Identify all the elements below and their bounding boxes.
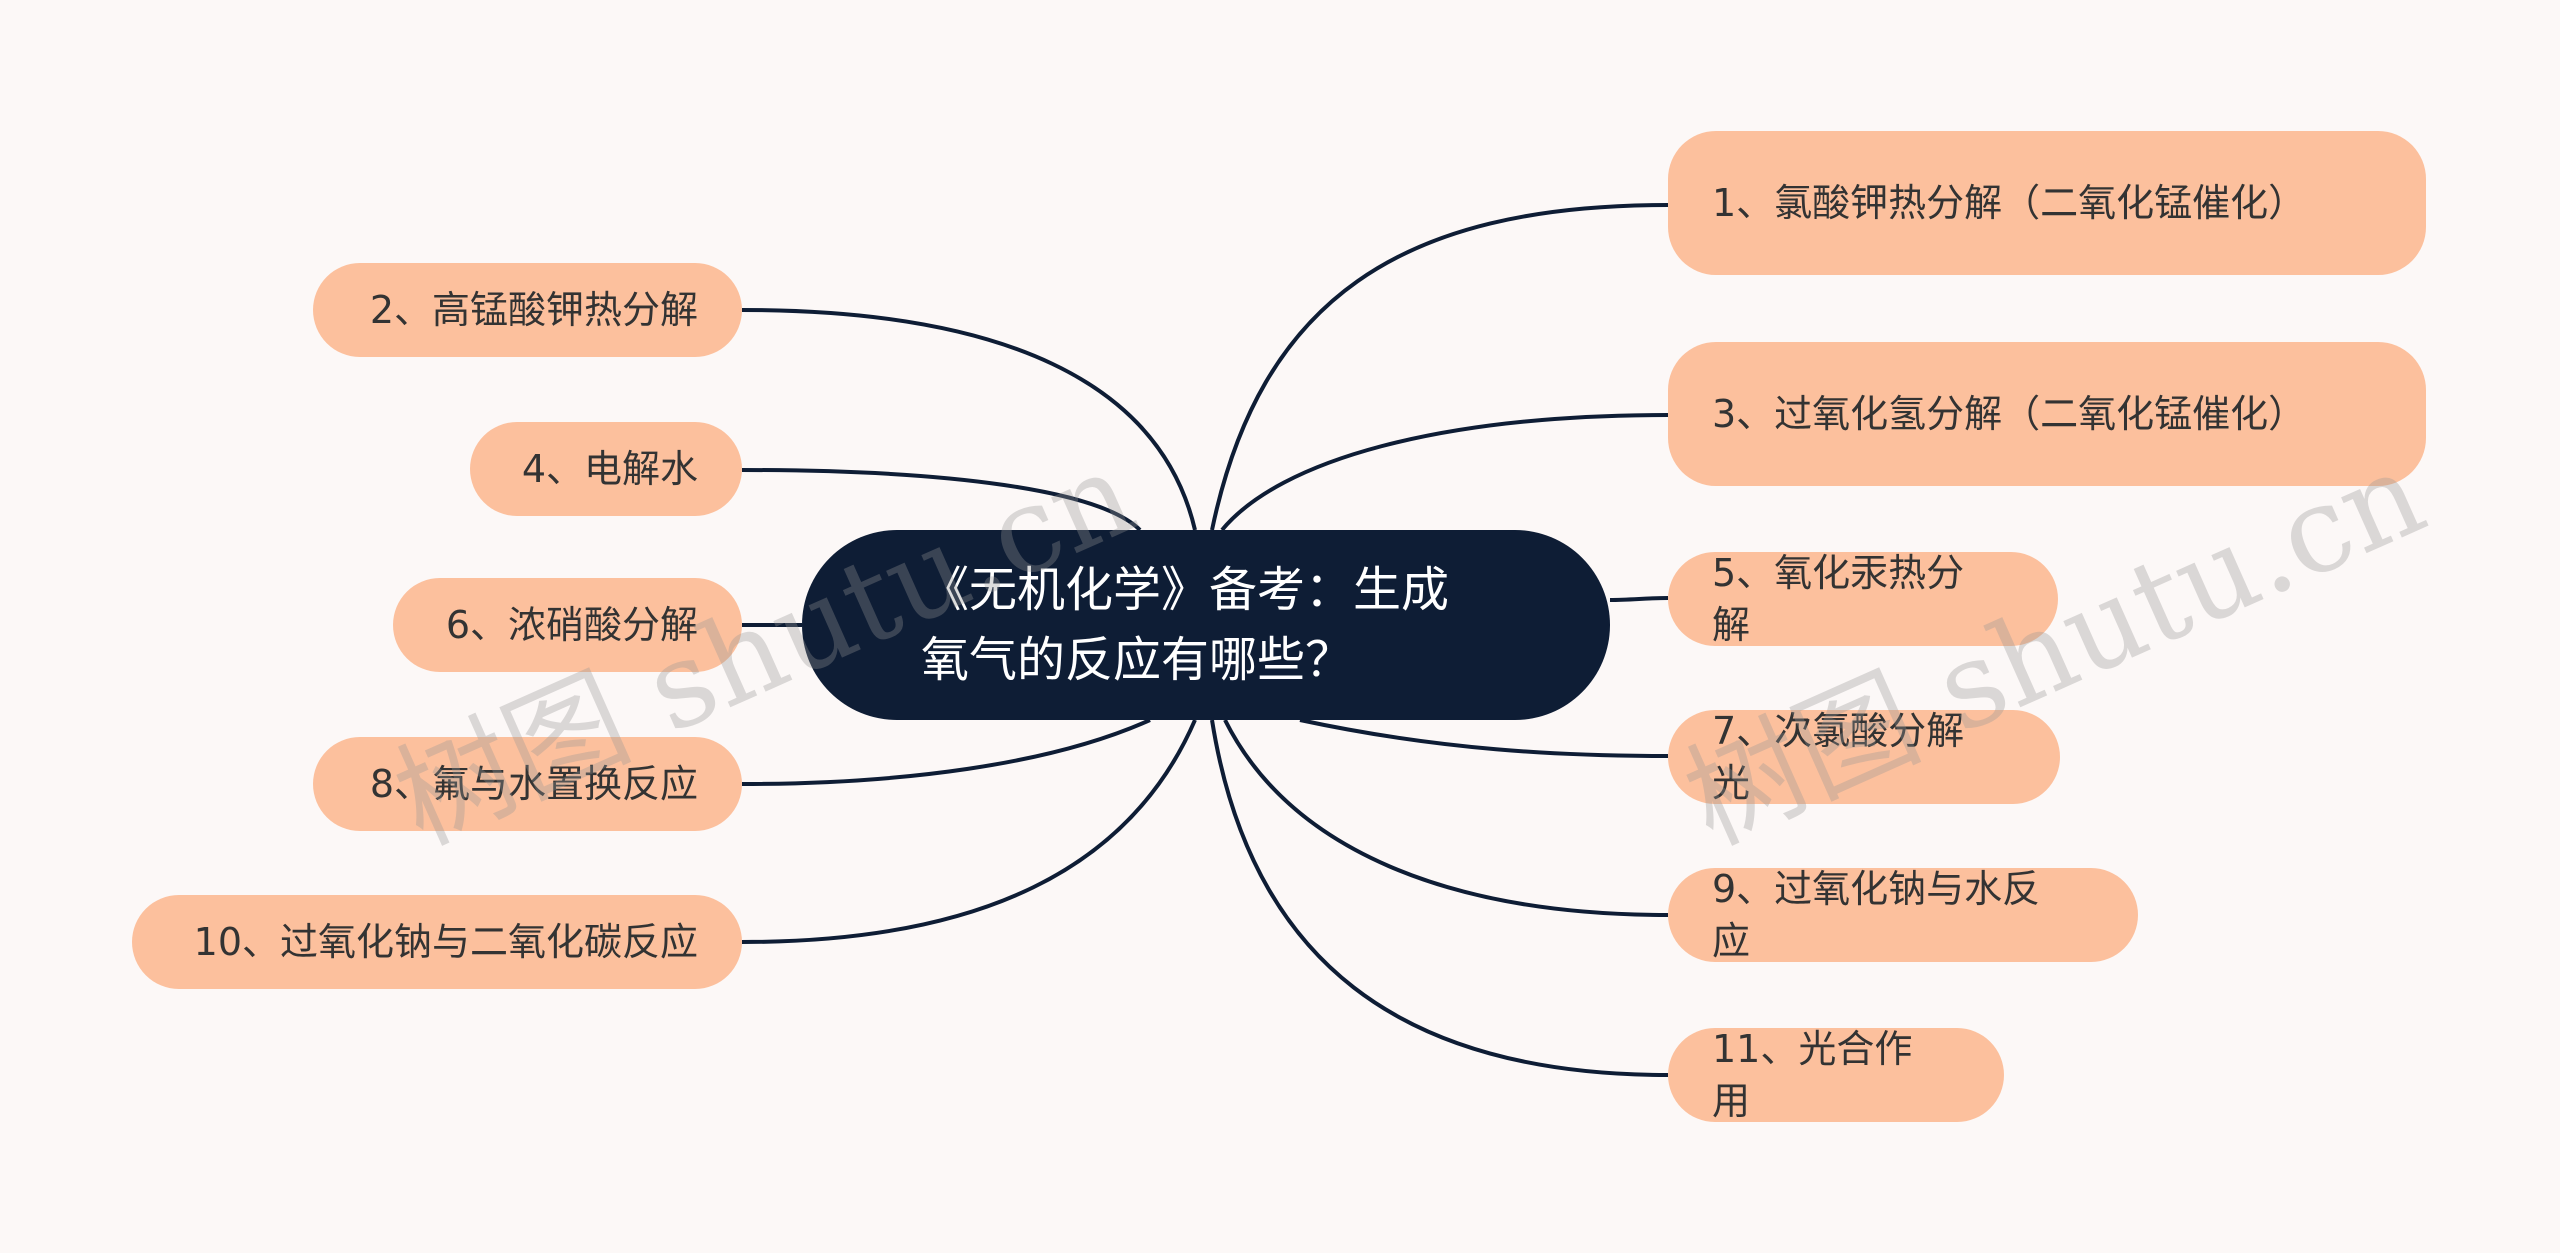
connector-8 xyxy=(741,718,1151,786)
branch-node-2[interactable]: 2、高锰酸钾热分解 xyxy=(313,263,742,357)
branch-node-1[interactable]: 1、氯酸钾热分解（二氧化锰催化） xyxy=(1668,131,2426,275)
branch-node-11[interactable]: 11、光合作用 xyxy=(1668,1027,2004,1123)
root-topic[interactable]: 《无机化学》备考：生成氧气的反应有哪些？ xyxy=(802,530,1610,720)
branch-label-6: 6、浓硝酸分解 xyxy=(445,603,698,647)
branch-label-3: 3、过氧化氢分解（二氧化锰催化） xyxy=(1712,392,2307,436)
connector-7 xyxy=(1299,718,1669,758)
connector-lines xyxy=(741,203,1669,1077)
branch-label-10: 10、过氧化钠与二氧化碳反应 xyxy=(193,920,698,964)
connector-2 xyxy=(741,308,1197,531)
connector-11 xyxy=(1210,719,1669,1077)
branch-label-5: 5、氧化汞热分解 xyxy=(1712,551,1965,647)
branch-node-8[interactable]: 8、氟与水置换反应 xyxy=(313,737,742,831)
connector-3 xyxy=(1220,413,1669,532)
connector-9 xyxy=(1223,719,1669,917)
branch-label-7: 7、次氯酸分解光 xyxy=(1712,709,1965,805)
connector-10 xyxy=(741,719,1197,944)
branch-label-2: 2、高锰酸钾热分解 xyxy=(369,288,698,332)
connector-1 xyxy=(1210,203,1669,531)
branch-label-11: 11、光合作用 xyxy=(1712,1027,1913,1123)
branch-label-4: 4、电解水 xyxy=(521,447,698,491)
connector-5 xyxy=(1609,596,1669,602)
branch-label-8: 8、氟与水置换反应 xyxy=(369,762,698,806)
branch-node-9[interactable]: 9、过氧化钠与水反应 xyxy=(1668,867,2138,963)
connector-4 xyxy=(741,468,1142,532)
root-topic-label: 《无机化学》备考：生成氧气的反应有哪些？ xyxy=(921,562,1450,688)
branch-node-6[interactable]: 6、浓硝酸分解 xyxy=(393,578,742,672)
branch-node-3[interactable]: 3、过氧化氢分解（二氧化锰催化） xyxy=(1668,342,2426,486)
branch-label-1: 1、氯酸钾热分解（二氧化锰催化） xyxy=(1712,181,2307,225)
branch-node-10[interactable]: 10、过氧化钠与二氧化碳反应 xyxy=(132,895,742,989)
branch-node-7[interactable]: 7、次氯酸分解光 xyxy=(1668,709,2060,805)
branch-node-4[interactable]: 4、电解水 xyxy=(470,422,742,516)
branch-label-9: 9、过氧化钠与水反应 xyxy=(1712,867,2041,963)
branch-node-5[interactable]: 5、氧化汞热分解 xyxy=(1668,551,2058,647)
